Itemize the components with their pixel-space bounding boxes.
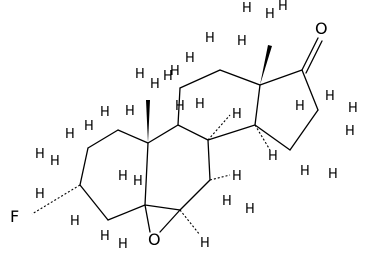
h-label: H <box>345 124 355 139</box>
ring-a <box>79 129 149 221</box>
h-label: H <box>237 34 247 49</box>
h-label: H <box>50 154 60 169</box>
h-label: H <box>163 69 173 84</box>
h-label: H <box>100 229 110 244</box>
h-label: H <box>35 147 45 162</box>
h-label: H <box>232 107 242 122</box>
h-label: H <box>278 0 288 14</box>
epoxide-oxygen-label: O <box>148 230 161 249</box>
h-label: H <box>175 99 185 114</box>
methyl-c19 <box>146 100 150 143</box>
h-label: H <box>170 64 180 79</box>
h-label: H <box>35 187 45 202</box>
h-label: H <box>65 127 75 142</box>
ring-d <box>254 69 319 151</box>
h-label: H <box>200 236 210 251</box>
h-label: H <box>150 77 160 92</box>
h-label: H <box>133 174 143 189</box>
stereo-hydrogens <box>179 114 271 236</box>
fluorine-substituent: F <box>10 184 81 226</box>
h-label: H <box>135 67 145 82</box>
ring-c <box>177 69 261 141</box>
h-label: H <box>348 101 358 116</box>
ring-b <box>144 124 211 211</box>
h-label: H <box>328 167 338 182</box>
methyl-c18 <box>260 45 272 85</box>
h-label: H <box>265 7 275 22</box>
h-label: H <box>84 119 94 134</box>
ketone-oxygen-label: O <box>315 19 328 38</box>
ketone-group: O <box>301 19 328 74</box>
h-label: H <box>325 89 335 104</box>
h-label: H <box>222 194 232 209</box>
h-label: H <box>295 99 305 114</box>
h-label: H <box>185 51 195 66</box>
h-label: H <box>242 1 252 16</box>
fluorine-label: F <box>10 207 19 226</box>
h-label: H <box>232 169 242 184</box>
h-label: H <box>118 237 128 252</box>
hydrogen-labels: H H H H H H H H H H H H H H H H H H H H … <box>35 0 358 252</box>
h-label: H <box>205 31 215 46</box>
h-label: H <box>118 169 128 184</box>
h-label: H <box>100 105 110 120</box>
epoxide-ring: O <box>144 204 181 249</box>
h-label: H <box>245 202 255 217</box>
h-label: H <box>300 164 310 179</box>
h-label: H <box>195 97 205 112</box>
h-label: H <box>268 149 278 164</box>
h-label: H <box>125 104 135 119</box>
h-label: H <box>70 214 80 229</box>
